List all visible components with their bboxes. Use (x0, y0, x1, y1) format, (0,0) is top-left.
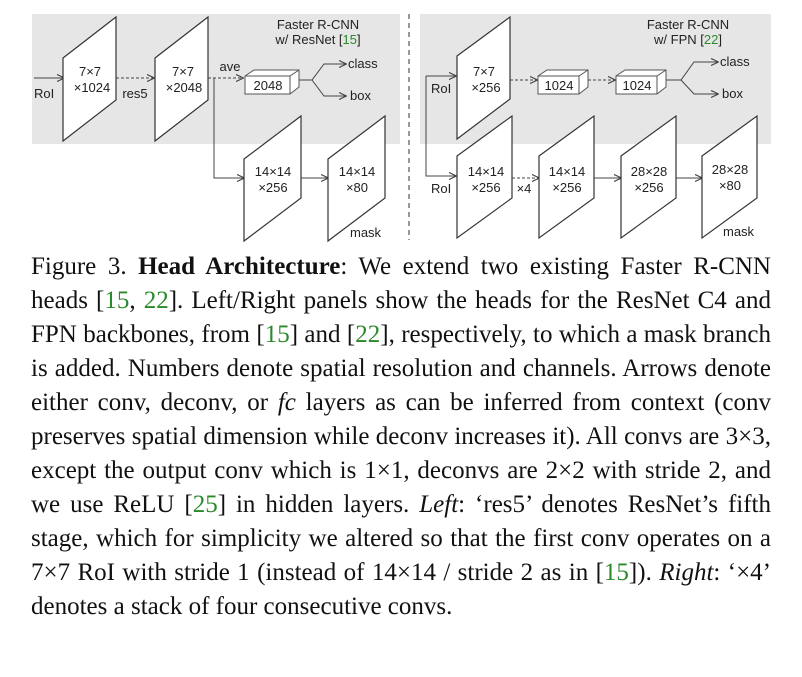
right-class-arrow (666, 62, 718, 81)
caption-text: ]. Left/Right panels show the heads for … (31, 287, 771, 348)
caption-italic-left: Left (419, 491, 459, 518)
citation-link-22[interactable]: 22 (355, 321, 381, 348)
right-m3-line1: 28×28 (631, 164, 668, 179)
right-roi-top-label: RoI (431, 81, 451, 96)
left-class-arrow (299, 64, 346, 81)
left-fc-label: 2048 (254, 78, 283, 93)
caption-text: ], respectively, to which a mask branch … (31, 321, 771, 416)
left-mask1-line2: ×256 (258, 180, 287, 195)
caption-text: : We extend two existing Faster R-CNN he… (31, 253, 771, 314)
left-block1-line2: ×1024 (74, 80, 111, 95)
left-mask2-line2: ×80 (346, 180, 368, 195)
left-panel-title-line2: w/ ResNet [15] (274, 32, 360, 47)
right-m3-line2: ×256 (634, 180, 663, 195)
figure-diagram: Faster R-CNN w/ ResNet [15] RoI 7×7 ×102… (0, 0, 802, 250)
right-m1-line1: 14×14 (468, 164, 505, 179)
left-box-label: box (350, 88, 371, 103)
left-mask-label: mask (350, 225, 382, 240)
left-ave-label: ave (220, 59, 241, 74)
right-class-label: class (720, 54, 750, 69)
caption-text: : ‘×4’ denotes a stack of four consecuti… (31, 559, 772, 620)
figure-caption: Figure 3. Head Architecture: We extend t… (31, 250, 771, 624)
left-mask-block-14x14x256 (243, 114, 302, 243)
caption-label: Figure 3. (31, 253, 139, 280)
left-fc-edge (289, 69, 300, 77)
caption-bold-title: Head Architecture (138, 253, 341, 280)
caption-paragraph: Figure 3. Head Architecture: We extend t… (31, 250, 771, 624)
right-fc2-edge (656, 69, 667, 77)
right-panel-title-line1: Faster R-CNN (647, 17, 729, 32)
right-fc1-edge (578, 69, 589, 77)
caption-italic-right: Right (659, 559, 714, 586)
right-mask-block-14x14x256-b (538, 114, 595, 240)
right-block-7x7x256 (456, 15, 511, 141)
citation-link-15[interactable]: 15 (603, 559, 629, 586)
caption-text: , (129, 287, 144, 314)
left-mask1-line1: 14×14 (255, 164, 292, 179)
right-mask-block-28x28x256 (620, 114, 677, 240)
caption-italic-fc: fc (277, 389, 296, 416)
left-mask-block-14x14x80 (327, 114, 386, 243)
left-block-7x7x2048 (154, 15, 209, 143)
caption-text: ] in hidden layers. (217, 491, 420, 518)
caption-text: ] and [ (289, 321, 356, 348)
head-architecture-svg: Faster R-CNN w/ ResNet [15] RoI 7×7 ×102… (32, 14, 771, 243)
citation-link-25[interactable]: 25 (192, 491, 218, 518)
left-block-7x7x1024 (62, 15, 117, 143)
right-block-line2: ×256 (471, 80, 500, 95)
right-fc2-label: 1024 (623, 78, 652, 93)
right-panel-title-line2: w/ FPN [22] (653, 32, 722, 47)
right-mask-label: mask (723, 224, 755, 239)
right-box-arrow (680, 79, 718, 94)
left-mask2-line1: 14×14 (339, 164, 376, 179)
right-m2-line1: 14×14 (549, 164, 586, 179)
left-mask-branch-arrow (213, 78, 244, 178)
left-res5-label: res5 (122, 86, 147, 101)
left-block2-line1: 7×7 (172, 64, 194, 79)
caption-text: ]). (628, 559, 660, 586)
right-block-line1: 7×7 (473, 64, 495, 79)
left-box-arrow (311, 79, 346, 96)
right-mask-block-14x14x256-a (456, 114, 513, 240)
right-m4-line1: 28×28 (712, 162, 749, 177)
right-m4-line2: ×80 (719, 178, 741, 193)
right-m2-line2: ×256 (552, 180, 581, 195)
right-roi-bottom-label: RoI (431, 181, 451, 196)
left-block2-line2: ×2048 (166, 80, 203, 95)
caption-text: layers as can be inferred from context (… (31, 389, 771, 518)
citation-link-15[interactable]: 15 (264, 321, 290, 348)
citation-link-22[interactable]: 22 (143, 287, 169, 314)
right-x4-label: ×4 (517, 181, 532, 196)
left-class-label: class (348, 56, 378, 71)
right-m1-line2: ×256 (471, 180, 500, 195)
right-mask-block-28x28x80 (701, 114, 758, 240)
right-box-label: box (722, 86, 743, 101)
left-roi-label: RoI (34, 86, 54, 101)
citation-link-15[interactable]: 15 (104, 287, 130, 314)
left-block1-line1: 7×7 (79, 64, 101, 79)
right-fc1-label: 1024 (545, 78, 574, 93)
left-panel-title-line1: Faster R-CNN (277, 17, 359, 32)
right-mask-branch-arrow (425, 76, 456, 176)
caption-text: : ‘res5’ denotes ResNet’s fifth stage, w… (31, 491, 771, 586)
